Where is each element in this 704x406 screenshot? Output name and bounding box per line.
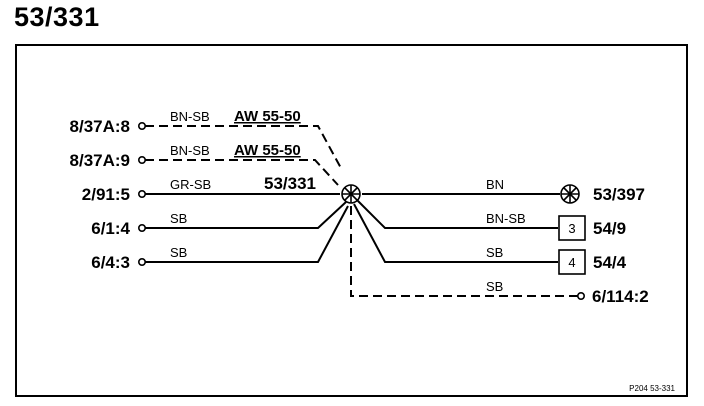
connector-box	[558, 215, 586, 241]
wire-color-label: SB	[170, 211, 187, 226]
reference-code: P204 53-331	[629, 384, 675, 393]
connector-box	[558, 249, 586, 275]
pin-icon	[138, 156, 147, 165]
connector-label: 8/37A:9	[70, 151, 130, 170]
wire-6-114-2	[350, 206, 578, 297]
wire-8-37a-8	[145, 125, 343, 171]
wire-color-label: BN-SB	[486, 211, 526, 226]
wire-54-9	[356, 199, 558, 229]
connector-label: 53/397	[593, 185, 645, 204]
pin-icon	[138, 122, 147, 131]
connector-label: 54/9	[593, 219, 626, 238]
splice-label: 53/331	[264, 174, 316, 193]
wire-gauge-label: AW 55-50	[234, 108, 301, 125]
pin-icon	[138, 224, 147, 233]
wire-54-4	[353, 203, 558, 263]
connector-label: 54/4	[593, 253, 627, 272]
box-number: 3	[568, 221, 575, 236]
connector-label: 8/37A:8	[70, 117, 130, 136]
wire-8-37a-9	[145, 159, 339, 186]
connector-label: 6/1:4	[91, 219, 130, 238]
wire-color-label: SB	[486, 245, 503, 260]
wire-color-label: GR-SB	[170, 177, 211, 192]
wire-6-4-3	[145, 205, 349, 263]
pin-icon	[138, 190, 147, 199]
diagram-frame	[15, 44, 688, 397]
wire-color-label: SB	[486, 279, 503, 294]
wire-color-label: SB	[170, 245, 187, 260]
pin-icon	[576, 291, 585, 300]
box-number: 4	[568, 255, 575, 270]
splice-icon	[560, 184, 580, 204]
splice-icon	[341, 184, 361, 204]
wire-6-1-4	[145, 201, 347, 229]
connector-label: 6/114:2	[592, 287, 649, 306]
diagram-title: 53/331	[14, 2, 100, 32]
wire-color-label: BN-SB	[170, 143, 210, 158]
pin-icon	[138, 257, 147, 266]
wire-gauge-label: AW 55-50	[234, 142, 301, 159]
wire-color-label: BN-SB	[170, 109, 210, 124]
wire-color-label: BN	[486, 177, 504, 192]
connector-label: 6/4:3	[91, 253, 130, 272]
connector-label: 2/91:5	[82, 185, 130, 204]
